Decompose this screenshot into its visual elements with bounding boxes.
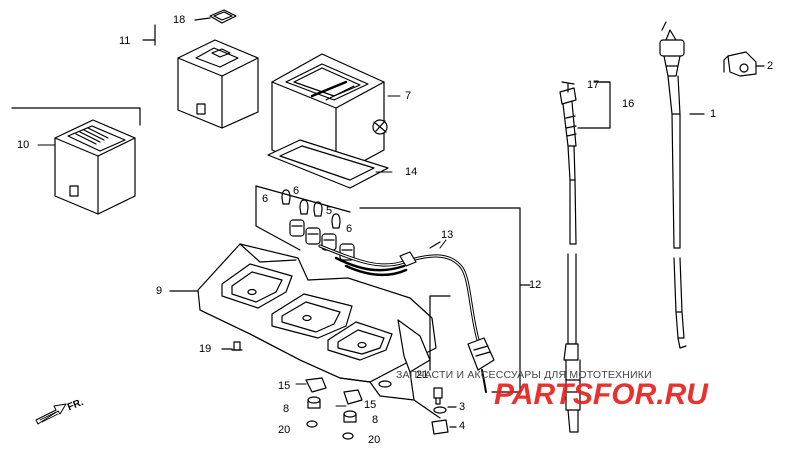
part-16-speedo-cable: [559, 81, 611, 433]
callout-20b: 20: [368, 434, 381, 446]
watermark-logo: PARTSFOR.RU: [494, 378, 708, 411]
callout-12: 12: [529, 279, 542, 291]
part-13-harness: [318, 241, 495, 393]
callout-17: 17: [587, 79, 600, 91]
bulb-sockets: [255, 185, 521, 283]
bracket-12: [491, 281, 531, 393]
part-14-gasket: [267, 139, 389, 189]
part-18-cap: [194, 9, 237, 24]
callout-7: 7: [405, 90, 412, 102]
callout-20a: 20: [278, 424, 291, 436]
part-10-housing: [11, 107, 141, 215]
callout-2: 2: [767, 60, 774, 72]
callout-21: 21: [416, 369, 429, 381]
callout-1: 1: [710, 108, 717, 120]
grommet-stack-right: [342, 389, 363, 440]
part-3-washer: [433, 406, 457, 414]
watermark-caption: ЗАПЧАСТИ И АКСЕССУАРЫ ДЛЯ МОТОТЕХНИКИ: [396, 369, 652, 381]
callout-6c: 6: [346, 223, 353, 235]
part-1-cable: [659, 21, 705, 349]
callout-19: 19: [199, 343, 212, 355]
leader-lines: [37, 95, 705, 407]
callout-13: 13: [441, 229, 454, 241]
callout-10: 10: [17, 139, 30, 151]
callout-6a: 6: [262, 193, 269, 205]
callout-15b: 15: [364, 399, 377, 411]
callout-14: 14: [405, 166, 418, 178]
callout-11: 11: [119, 35, 131, 47]
callout-8b: 8: [372, 414, 379, 426]
callout-16: 16: [622, 98, 635, 110]
grommet-stack-left: [305, 377, 327, 428]
part-9-panel: [169, 243, 441, 419]
callout-8a: 8: [283, 403, 290, 415]
bracket-11: [142, 24, 156, 46]
part-2-clip: [723, 51, 765, 77]
part-21-screw: [433, 387, 443, 405]
callout-6b: 6: [293, 185, 300, 197]
callout-9: 9: [156, 285, 163, 297]
part-4-nut: [431, 419, 457, 435]
callout-4: 4: [459, 420, 466, 432]
callout-18: 18: [173, 14, 186, 26]
callout-15a: 15: [278, 380, 291, 392]
front-direction-arrow: [35, 403, 67, 425]
part-19-screw: [221, 341, 243, 351]
callout-5: 5: [326, 205, 333, 217]
part-11-housing: [177, 39, 259, 129]
callout-3: 3: [459, 401, 466, 413]
